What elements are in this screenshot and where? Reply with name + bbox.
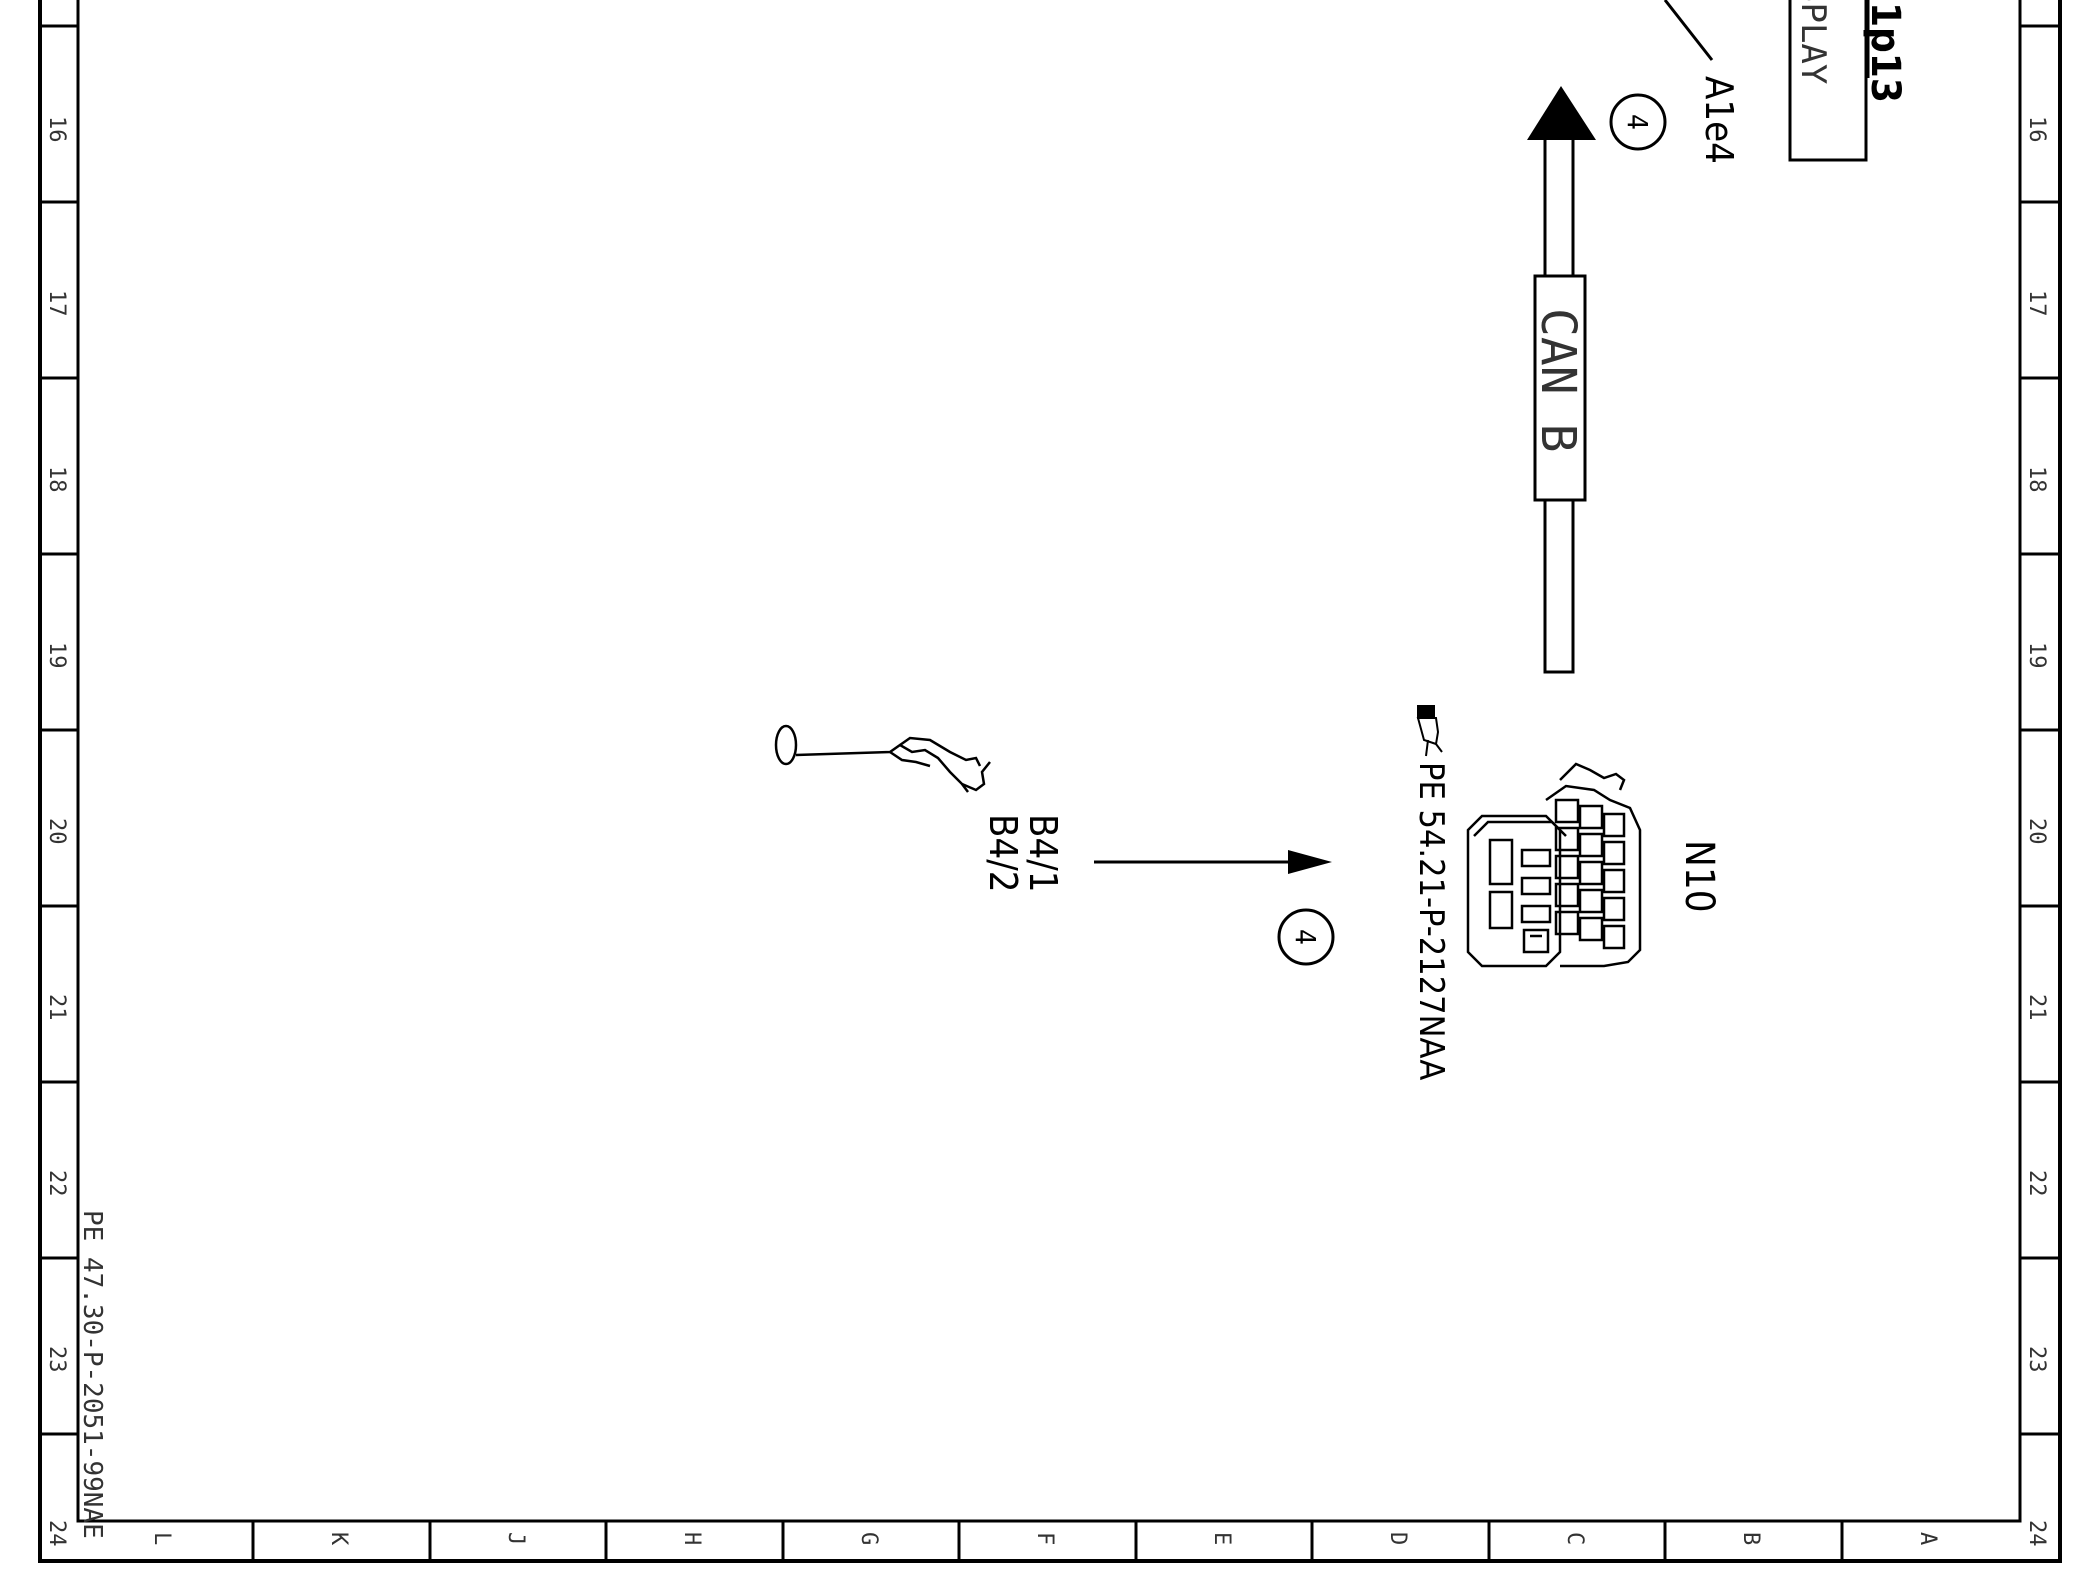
row-number: 16	[44, 116, 69, 143]
row-number: 24	[44, 1520, 69, 1547]
row-number: 20	[2024, 818, 2049, 845]
can-b-circle-ref: 4	[1609, 93, 1667, 151]
sensor-label-b4-1: B4/1	[1021, 814, 1065, 892]
bottom-column-ruler	[251, 1521, 1844, 1561]
sensor-circle-ref: 4	[1277, 908, 1335, 966]
column-letter: J	[503, 1532, 528, 1545]
document-code: PE 47.30-P-2051-99NAE	[77, 1210, 107, 1539]
column-letter: H	[679, 1532, 704, 1545]
drawing-frame	[38, 0, 2062, 1563]
a1e4-label: A1e4	[1697, 76, 1741, 164]
row-number: 21	[44, 994, 69, 1021]
n10-module-drawing	[1466, 762, 1642, 968]
pointing-hand-icon	[1416, 705, 1443, 757]
row-number: 16	[2024, 116, 2049, 143]
column-letter: K	[326, 1532, 351, 1546]
left-row-ruler	[40, 24, 78, 1436]
can-b-circle-ref-number: 4	[1621, 114, 1654, 130]
fuel-level-sensor-drawing	[774, 724, 991, 793]
row-number: 23	[2024, 1346, 2049, 1373]
sensor-labels: B4/1 B4/2	[981, 814, 1065, 892]
row-number: 24	[2024, 1520, 2049, 1547]
can-b-label-box	[1533, 274, 1587, 502]
column-letter: L	[149, 1532, 174, 1545]
n10-pe-reference: PE 54.21-P-2127NAA	[1411, 762, 1451, 1080]
column-letter: A	[1915, 1532, 1940, 1545]
row-number: 18	[44, 466, 69, 493]
row-number: 17	[2024, 290, 2049, 317]
right-row-ruler	[2020, 24, 2060, 1436]
row-number: 18	[2024, 466, 2049, 493]
row-number: 19	[44, 642, 69, 669]
row-number: 22	[44, 1170, 69, 1197]
column-letter: G	[856, 1532, 881, 1545]
can-b-arrow: CAN B	[1527, 86, 1596, 674]
column-letter: C	[1562, 1532, 1587, 1545]
row-number: 17	[44, 290, 69, 317]
sensor-label-b4-2: B4/2	[981, 814, 1025, 892]
a1e4-leader-line	[1663, 0, 1714, 61]
column-letter: D	[1385, 1532, 1410, 1545]
row-number: 19	[2024, 642, 2049, 669]
right-row-numbers: 16 17 18 19 20 21 22 23 24	[2024, 116, 2049, 1547]
display-box-label: SPLAY	[1793, 0, 1833, 84]
can-b-label: CAN B	[1530, 308, 1586, 453]
column-letter: E	[1209, 1532, 1234, 1545]
left-row-numbers: 16 17 18 19 20 21 22 23 24	[44, 116, 69, 1547]
n10-label: N10	[1676, 840, 1722, 913]
row-number: 21	[2024, 994, 2049, 1021]
row-number: 20	[44, 818, 69, 845]
bottom-column-letters: L K J H G F E D C B A	[149, 1532, 1940, 1546]
can-b-arrowhead	[1527, 86, 1596, 140]
display-box: 1p13 SPLAY	[1788, 0, 1908, 162]
sensor-circle-ref-number: 4	[1289, 929, 1322, 945]
row-number: 23	[44, 1346, 69, 1373]
column-letter: F	[1032, 1532, 1057, 1545]
sensor-signal-arrow	[1094, 850, 1332, 874]
display-box-id: 1p13	[1862, 2, 1908, 103]
row-number: 22	[2024, 1170, 2049, 1197]
column-letter: B	[1738, 1532, 1763, 1545]
